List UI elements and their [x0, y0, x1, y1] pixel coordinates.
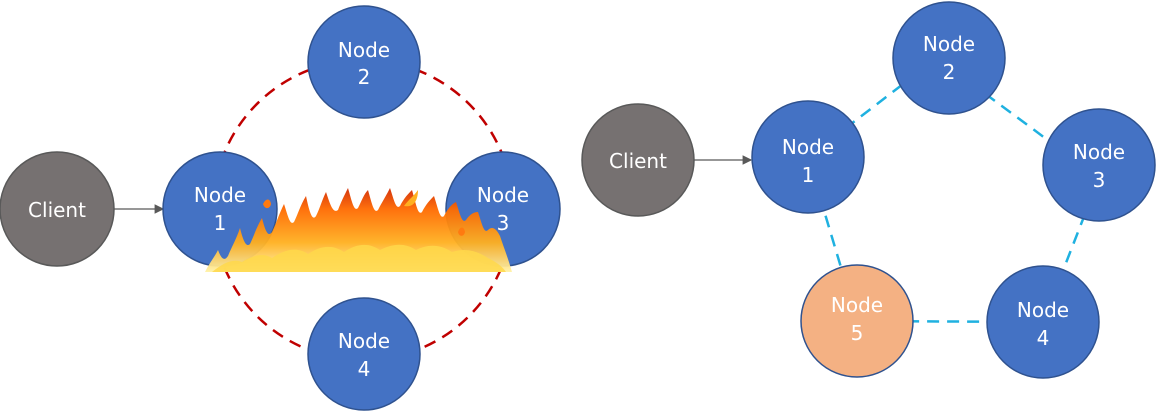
right-node-2: Node 2	[892, 1, 1006, 115]
right-node-2-line2: 2	[943, 60, 956, 84]
left-client-label: Client	[28, 198, 86, 222]
right-node-3-line2: 3	[1093, 168, 1106, 192]
right-node-1: Node 1	[751, 100, 865, 214]
right-node-4-line2: 4	[1037, 326, 1050, 350]
right-client: Client	[581, 103, 695, 217]
right-node-5: Node 5	[800, 264, 914, 378]
left-node-1: Node 1	[162, 151, 278, 267]
left-client: Client	[0, 151, 115, 267]
right-node-5-line2: 5	[851, 321, 864, 345]
left-node-4: Node 4	[307, 297, 421, 411]
fire-icon	[205, 188, 512, 272]
right-client-label: Client	[609, 149, 667, 173]
left-cluster: Client Node 2 Node 4 Node 1 Node 3	[0, 5, 561, 411]
right-node-1-line1: Node	[782, 135, 834, 159]
right-node-1-line2: 1	[802, 163, 815, 187]
right-node-4: Node 4	[986, 265, 1100, 379]
left-node-2: Node 2	[307, 5, 421, 119]
right-node-3-line1: Node	[1073, 140, 1125, 164]
left-node-3-line2: 3	[497, 211, 510, 235]
left-node-2-line2: 2	[358, 65, 371, 89]
left-node-2-line1: Node	[338, 38, 390, 62]
right-node-2-line1: Node	[923, 32, 975, 56]
right-node-4-line1: Node	[1017, 298, 1069, 322]
right-node-3: Node 3	[1042, 108, 1156, 222]
left-node-3-line1: Node	[477, 183, 529, 207]
right-node-5-line1: Node	[831, 293, 883, 317]
left-node-4-line1: Node	[338, 329, 390, 353]
left-node-1-line1: Node	[194, 183, 246, 207]
right-cluster: Client Node 1 Node 2 Node 3 Node 4 Node …	[581, 1, 1156, 379]
left-node-4-line2: 4	[358, 357, 371, 381]
left-node-1-line2: 1	[214, 211, 227, 235]
